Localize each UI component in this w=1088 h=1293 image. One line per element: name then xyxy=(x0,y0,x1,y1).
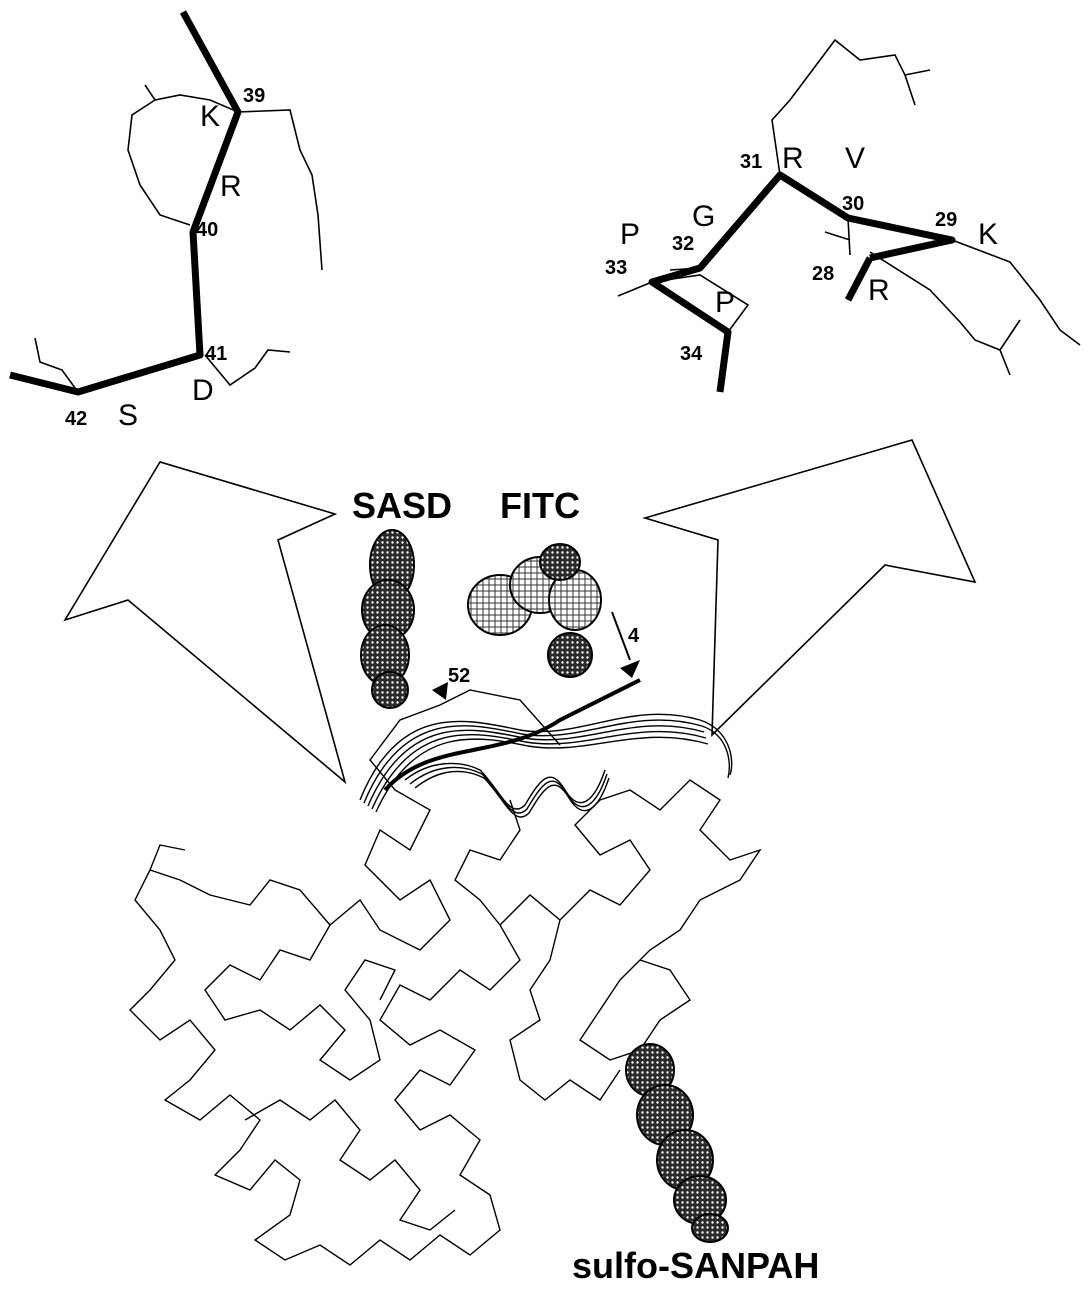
res-letter-s42: S xyxy=(118,399,138,432)
left-backbone xyxy=(10,12,238,392)
probe-sulfo-sanpah xyxy=(626,1044,728,1242)
label-sulfo-sanpah: sulfo-SANPAH xyxy=(572,1245,819,1286)
probe-sasd xyxy=(361,530,414,708)
calpha-trace-2 xyxy=(150,800,620,1230)
zoom-arrow-right xyxy=(645,440,975,735)
res-letter-p34: P xyxy=(715,286,735,319)
res-num-28: 28 xyxy=(812,263,834,285)
probe-fitc xyxy=(468,544,601,677)
res-num-31: 31 xyxy=(740,151,762,173)
res-letter-k39: K xyxy=(200,100,220,133)
res-letter-r31: R xyxy=(782,142,804,175)
res-letter-r40: R xyxy=(220,170,242,203)
res-letter-v30: V xyxy=(845,142,865,175)
right-residue-panel: 31 R V 30 29 K 28 R G 32 P 33 P 34 xyxy=(605,40,1080,392)
res-num-42: 42 xyxy=(65,408,87,430)
res-letter-d41: D xyxy=(192,374,214,407)
marker-arrow-4 xyxy=(620,660,640,678)
res-num-33: 33 xyxy=(605,257,627,279)
sidechain-k29 xyxy=(952,240,1080,345)
res-num-34: 34 xyxy=(680,343,703,365)
res-num-30: 30 xyxy=(842,193,864,215)
label-sasd: SASD xyxy=(352,485,452,526)
res-num-29: 29 xyxy=(935,209,957,231)
left-residue-panel: 39 K 40 R 41 D 42 S xyxy=(10,12,322,432)
marker-arrow-52 xyxy=(432,682,448,700)
res-num-40: 40 xyxy=(196,219,218,241)
sidechain-r28 xyxy=(870,252,1020,375)
sidechain-k39 xyxy=(238,110,322,270)
res-num-39: 39 xyxy=(243,85,265,107)
residue-4-label: 4 xyxy=(628,625,640,647)
residue-52-label: 52 xyxy=(448,665,470,687)
zoom-arrow-left xyxy=(65,462,345,782)
res-letter-p33: P xyxy=(620,218,640,251)
res-letter-r28: R xyxy=(868,274,890,307)
ribbon-domain xyxy=(360,680,732,817)
res-num-41: 41 xyxy=(205,343,227,365)
res-letter-g32: G xyxy=(692,200,715,233)
label-fitc: FITC xyxy=(500,485,580,526)
res-letter-k29: K xyxy=(978,218,998,251)
sidechain-v30 xyxy=(825,218,850,255)
res-num-32: 32 xyxy=(672,233,694,255)
